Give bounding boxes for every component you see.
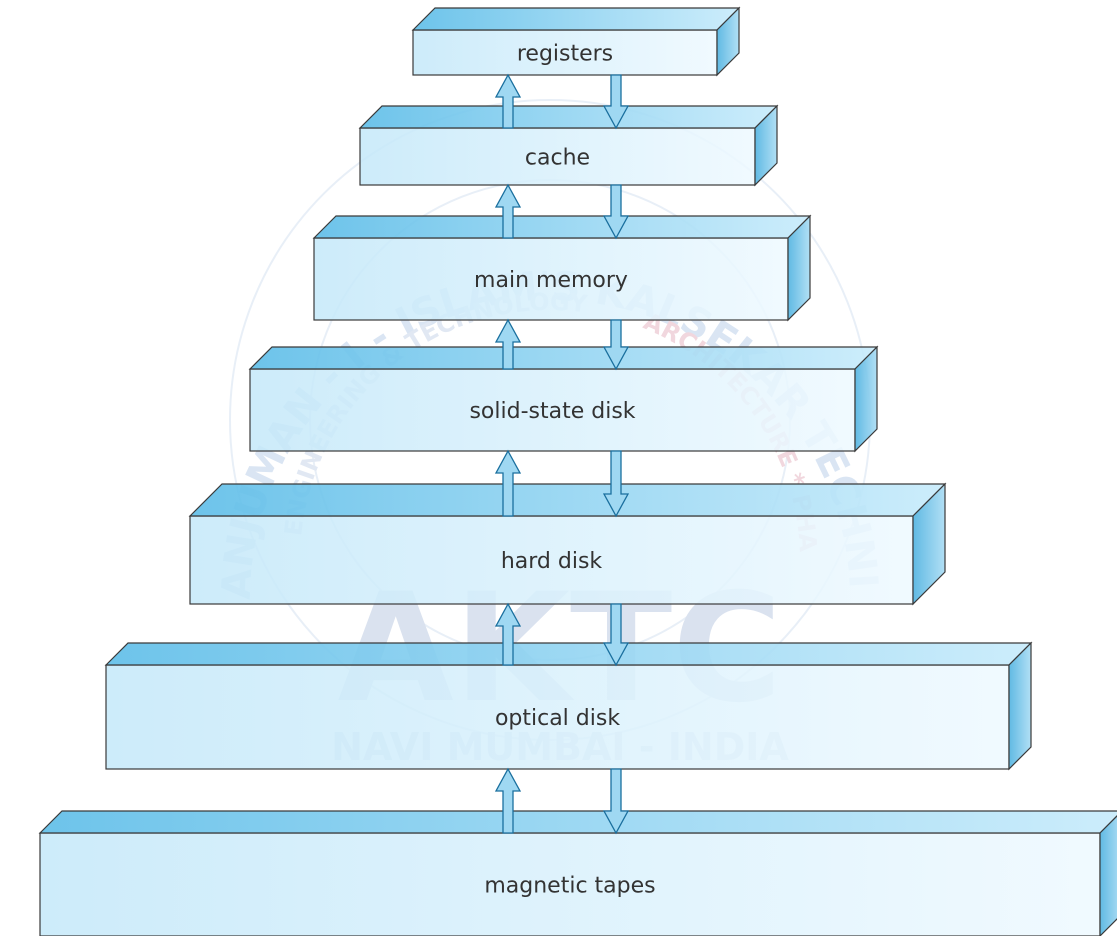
down-arrow-icon <box>602 74 630 130</box>
level-label: cache <box>525 146 590 171</box>
level-box-top <box>358 105 779 129</box>
level-box <box>411 6 741 77</box>
level-box-top <box>188 483 947 517</box>
level-box <box>312 214 812 322</box>
down-arrow-icon <box>602 768 630 835</box>
level-box-top <box>312 215 812 239</box>
up-arrow-icon <box>494 602 522 666</box>
down-arrow-icon <box>602 450 630 518</box>
level-box-top <box>38 810 1117 834</box>
level-box-top <box>411 7 741 31</box>
level-label: registers <box>517 42 613 67</box>
down-arrow-icon <box>602 603 630 667</box>
level-box-side <box>1008 641 1032 771</box>
up-arrow-icon <box>494 449 522 517</box>
level-box-side <box>787 214 811 322</box>
down-arrow-icon <box>602 319 630 371</box>
level-box-side <box>716 6 740 77</box>
up-arrow-icon <box>494 767 522 834</box>
level-box-side <box>912 482 946 606</box>
level-box-front <box>39 832 1101 936</box>
down-arrow-icon <box>602 184 630 240</box>
level-box-front <box>412 29 718 76</box>
level-label: hard disk <box>501 549 603 574</box>
level-label: magnetic tapes <box>484 874 655 899</box>
level-box <box>358 104 779 187</box>
level-box-side <box>754 104 778 187</box>
level-box <box>248 345 879 453</box>
level-box <box>188 482 947 606</box>
level-box-top <box>248 346 879 370</box>
up-arrow-icon <box>494 318 522 370</box>
level-box-front <box>105 664 1010 770</box>
level-box <box>104 641 1033 771</box>
level-label: main memory <box>474 268 628 293</box>
level-box <box>38 810 1117 936</box>
level-box-front <box>359 127 756 186</box>
up-arrow-icon <box>494 183 522 239</box>
level-box-front <box>313 237 789 321</box>
level-label: optical disk <box>495 706 620 731</box>
level-label: solid-state disk <box>469 399 635 424</box>
up-arrow-icon <box>494 73 522 129</box>
level-box-side <box>1099 815 1117 936</box>
level-box-top <box>104 642 1033 666</box>
level-box-side <box>854 345 878 453</box>
